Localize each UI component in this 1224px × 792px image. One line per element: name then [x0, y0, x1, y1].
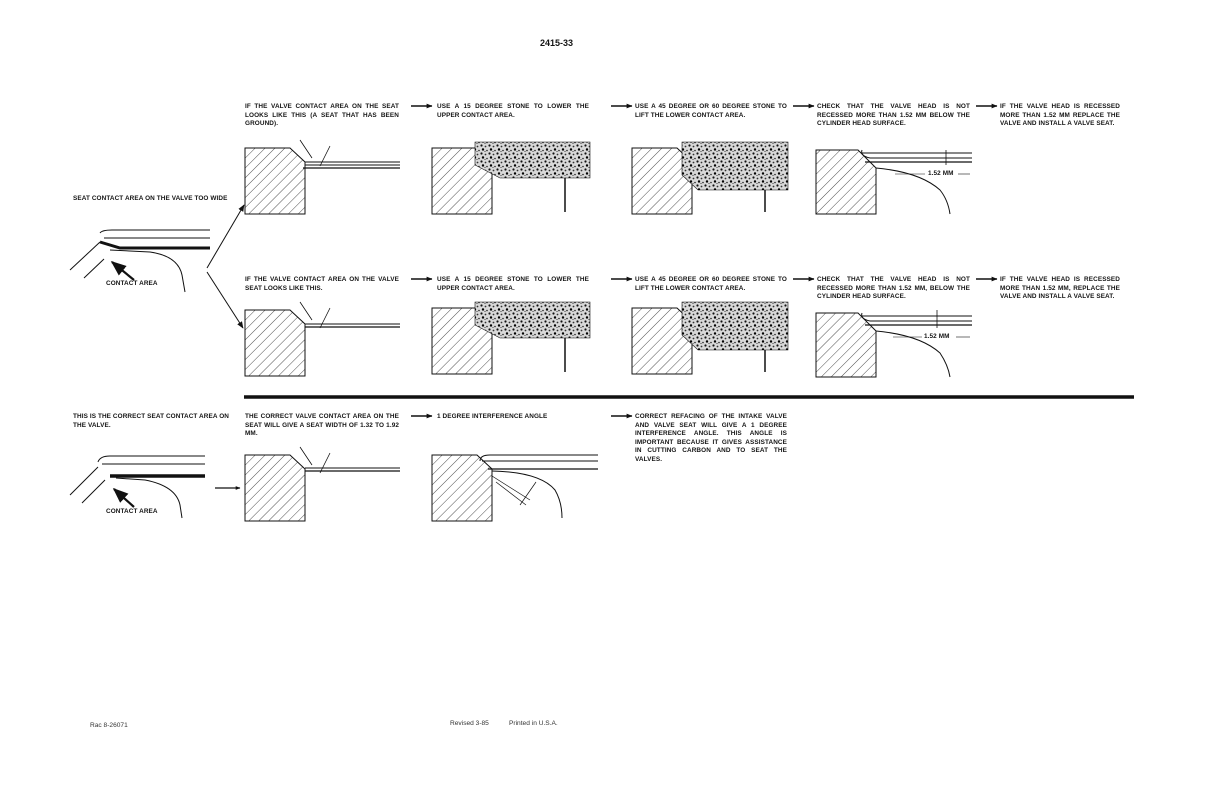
page-number: 2415-33 [540, 38, 574, 48]
contact-area-label: CONTACT AREA [106, 280, 158, 287]
row1-step1-text: IF THE VALVE CONTACT AREA ON THE SEAT LO… [245, 103, 399, 128]
row3-step3-text: CORRECT REFACING OF THE INTAKE VALVE AND… [635, 413, 787, 463]
row-arrows [411, 103, 998, 419]
row1-step3-diagram [631, 141, 789, 215]
row2-step3-text: USE A 45 DEGREE OR 60 DEGREE STONE TO LI… [635, 276, 787, 292]
row2-step5-text: IF THE VALVE HEAD IS RECESSED MORE THAN … [1000, 276, 1120, 301]
row2-step2-diagram [431, 301, 591, 375]
row1-dimension-label: 1.52 mm [928, 170, 954, 177]
row1-step4-text: CHECK THAT THE VALVE HEAD IS NOT RECESSE… [817, 103, 970, 128]
footer-revised: Revised 3-85 [450, 720, 489, 727]
row2-dimension-label: 1.52 mm [924, 333, 950, 340]
correct-contact-area-label: CONTACT AREA [106, 508, 158, 515]
row1-step5-text: IF THE VALVE HEAD IS RECESSED MORE THAN … [1000, 103, 1120, 128]
row2-step2-text: USE A 15 DEGREE STONE TO LOWER THE UPPER… [437, 276, 589, 292]
valve-correct-diagram [69, 455, 205, 519]
row2-step1-text: IF THE VALVE CONTACT AREA ON THE VALVE S… [245, 276, 399, 292]
row3-step1-diagram [244, 446, 400, 522]
row1-step1-diagram [244, 139, 401, 215]
row2-step4-text: CHECK THAT THE VALVE HEAD IS NOT RECESSE… [817, 276, 970, 301]
row2-step1-diagram [244, 301, 400, 377]
row1-step3-text: USE A 45 DEGREE OR 60 DEGREE STONE TO LI… [635, 103, 787, 119]
row3-step1-text: THE CORRECT VALVE CONTACT AREA ON THE SE… [245, 413, 399, 438]
valve-too-wide-diagram [69, 229, 210, 293]
correct-seat-caption: THIS IS THE CORRECT SEAT CONTACT AREA ON… [73, 413, 229, 429]
row1-step2-diagram [431, 141, 591, 215]
row2-step4-diagram [815, 310, 972, 378]
row1-step2-text: USE A 15 DEGREE STONE TO LOWER THE UPPER… [437, 103, 589, 119]
row1-step4-diagram [815, 149, 972, 215]
row2-step3-diagram [631, 301, 789, 375]
footer-reference: Rac 8-26071 [90, 722, 128, 729]
footer-printed: Printed in U.S.A. [509, 720, 558, 727]
row3-step2-diagram [431, 454, 598, 522]
seat-too-wide-caption: SEAT CONTACT AREA ON THE VALVE TOO WIDE [73, 195, 228, 202]
row3-step2-text: 1 DEGREE INTERFERENCE ANGLE [437, 413, 548, 420]
